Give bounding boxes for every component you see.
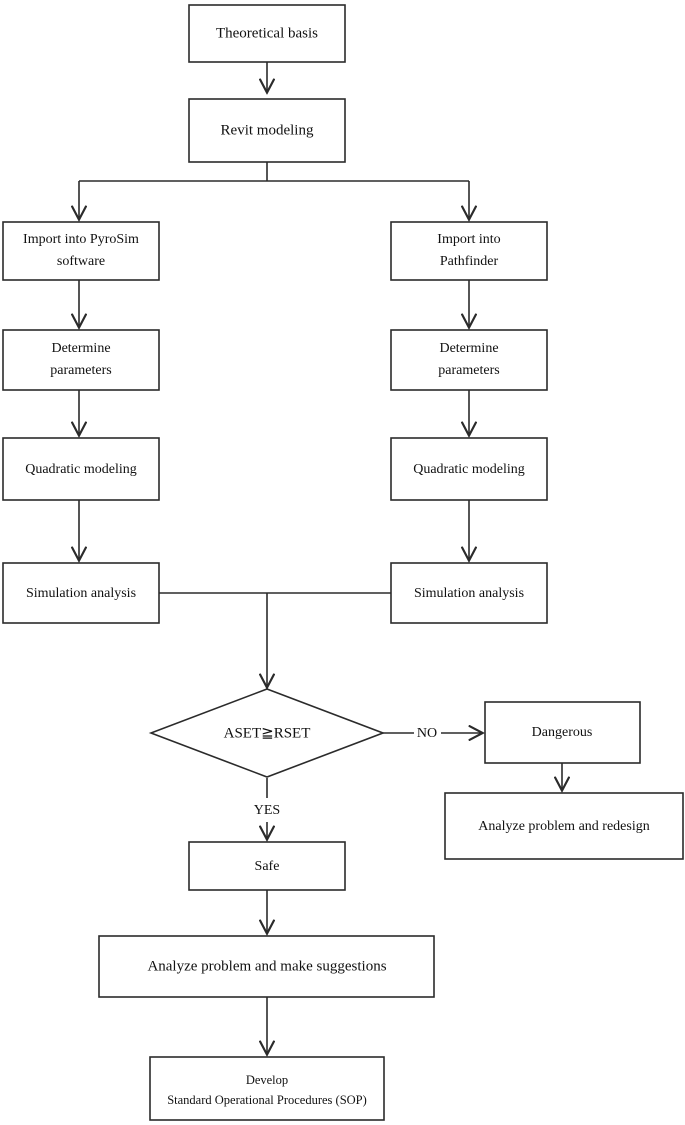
node-analyze-problem-and-make-suggestions[interactable]: Analyze problem and make suggestions xyxy=(98,935,435,998)
node-determine-parameters-right[interactable]: Determine parameters xyxy=(390,329,548,391)
node-simulation-analysis-left[interactable]: Simulation analysis xyxy=(2,562,160,624)
node-decision-aset-rset-label: ASET≧RSET xyxy=(224,725,311,741)
node-develop-sop-label-line1: Develop xyxy=(246,1073,288,1087)
node-import-into-pyrosim[interactable]: Import into PyroSim software xyxy=(2,221,160,281)
node-quadratic-modeling-left[interactable]: Quadratic modeling xyxy=(2,437,160,501)
node-dangerous[interactable]: Dangerous xyxy=(484,701,641,764)
node-analyze-problem-and-make-suggestions-label: Analyze problem and make suggestions xyxy=(147,958,386,974)
node-determine-parameters-right-label-line2: parameters xyxy=(438,363,499,378)
node-quadratic-modeling-right-label: Quadratic modeling xyxy=(413,462,525,477)
node-decision-aset-rset[interactable]: ASET≧RSET xyxy=(148,688,386,778)
edge-label-yes: YES xyxy=(254,803,280,818)
edge-label-no: NO xyxy=(417,726,437,741)
node-import-into-pyrosim-label-line1: Import into PyroSim xyxy=(23,232,139,247)
node-safe-label: Safe xyxy=(255,859,280,874)
node-import-into-pyrosim-label-line2: software xyxy=(57,254,105,269)
node-import-into-pathfinder-label-line1: Import into xyxy=(437,232,500,247)
node-analyze-problem-and-redesign[interactable]: Analyze problem and redesign xyxy=(444,792,684,860)
node-import-into-pathfinder-label-line2: Pathfinder xyxy=(440,254,499,269)
node-determine-parameters-right-label-line1: Determine xyxy=(439,341,498,356)
node-simulation-analysis-left-label: Simulation analysis xyxy=(26,586,136,601)
edge-decision-yes-to-safe: YES xyxy=(254,778,280,839)
node-quadratic-modeling-left-label: Quadratic modeling xyxy=(25,462,137,477)
node-simulation-analysis-right[interactable]: Simulation analysis xyxy=(390,562,548,624)
edge-revit-to-split xyxy=(79,162,469,219)
node-import-into-pathfinder[interactable]: Import into Pathfinder xyxy=(390,221,548,281)
node-revit-modeling-label: Revit modeling xyxy=(221,122,314,138)
node-determine-parameters-left-label-line1: Determine xyxy=(51,341,110,356)
edge-simulations-merge-to-decision xyxy=(158,592,391,687)
node-develop-standard-operational-procedures[interactable]: Develop Standard Operational Procedures … xyxy=(149,1056,385,1121)
node-simulation-analysis-right-label: Simulation analysis xyxy=(414,586,524,601)
edge-decision-no-to-dangerous: NO xyxy=(383,726,482,741)
node-develop-sop-label-line2: Standard Operational Procedures (SOP) xyxy=(167,1093,367,1107)
node-safe[interactable]: Safe xyxy=(188,841,346,891)
node-revit-modeling[interactable]: Revit modeling xyxy=(188,98,346,163)
node-dangerous-label: Dangerous xyxy=(532,725,593,740)
node-theoretical-basis[interactable]: Theoretical basis xyxy=(188,4,346,63)
node-determine-parameters-left-label-line2: parameters xyxy=(50,363,111,378)
node-determine-parameters-left[interactable]: Determine parameters xyxy=(2,329,160,391)
node-theoretical-basis-label: Theoretical basis xyxy=(216,25,318,41)
node-quadratic-modeling-right[interactable]: Quadratic modeling xyxy=(390,437,548,501)
node-analyze-problem-and-redesign-label: Analyze problem and redesign xyxy=(478,819,649,834)
